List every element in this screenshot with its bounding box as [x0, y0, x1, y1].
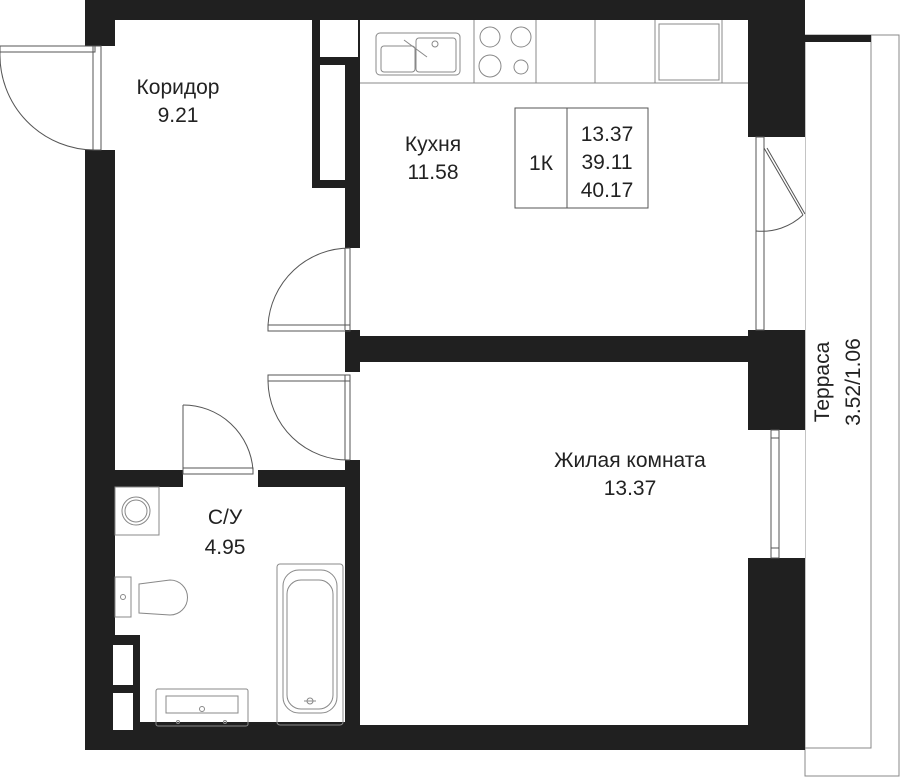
kitchen-name: Кухня: [405, 133, 461, 156]
stove-icon: [478, 26, 532, 78]
bathroom-door[interactable]: [182, 404, 258, 487]
washbasin-icon: [155, 688, 249, 727]
kitchen-door[interactable]: [267, 247, 360, 332]
living-door[interactable]: [267, 372, 360, 461]
fridge-icon: [658, 23, 720, 81]
living-area: 13.37: [604, 477, 657, 500]
corridor-name: Коридор: [137, 76, 220, 99]
living-room: [360, 362, 748, 725]
bath-niche-2: [113, 693, 133, 730]
bathroom-fixtures: [114, 486, 344, 727]
living-area-total: 13.37: [581, 123, 634, 146]
kitchen-area: 11.58: [408, 161, 459, 184]
apartment-summary: 1К 13.37 39.11 40.17: [514, 107, 649, 209]
toilet-icon: [114, 576, 188, 618]
living-window: [748, 429, 805, 559]
bathroom-name: С/У: [208, 506, 243, 529]
living-name: Жилая комната: [554, 449, 706, 472]
total-area: 39.11: [582, 151, 633, 174]
terrace-area: 3.52/1.06: [842, 338, 865, 426]
bath-niche-1: [113, 645, 133, 685]
washing-machine-icon: [114, 486, 160, 536]
shaft: [320, 20, 358, 57]
bathroom-area: 4.95: [205, 536, 246, 559]
corridor-area: 9.21: [158, 104, 199, 127]
closet: [320, 65, 345, 180]
apartment-type: 1К: [529, 152, 554, 175]
bathroom-room: [115, 487, 345, 722]
corridor-room: [115, 20, 345, 470]
terrace-name: Терраса: [811, 341, 834, 422]
kitchen-room: [360, 20, 748, 336]
kitchen-terrace-door[interactable]: [748, 136, 806, 331]
sink-icon: [375, 32, 461, 76]
bathtub-icon: [276, 563, 344, 726]
total-area-with-terrace: 40.17: [581, 179, 634, 202]
entrance-door[interactable]: [0, 45, 115, 151]
kitchen-counter: [360, 20, 748, 84]
terrace-parapet: [805, 35, 871, 42]
